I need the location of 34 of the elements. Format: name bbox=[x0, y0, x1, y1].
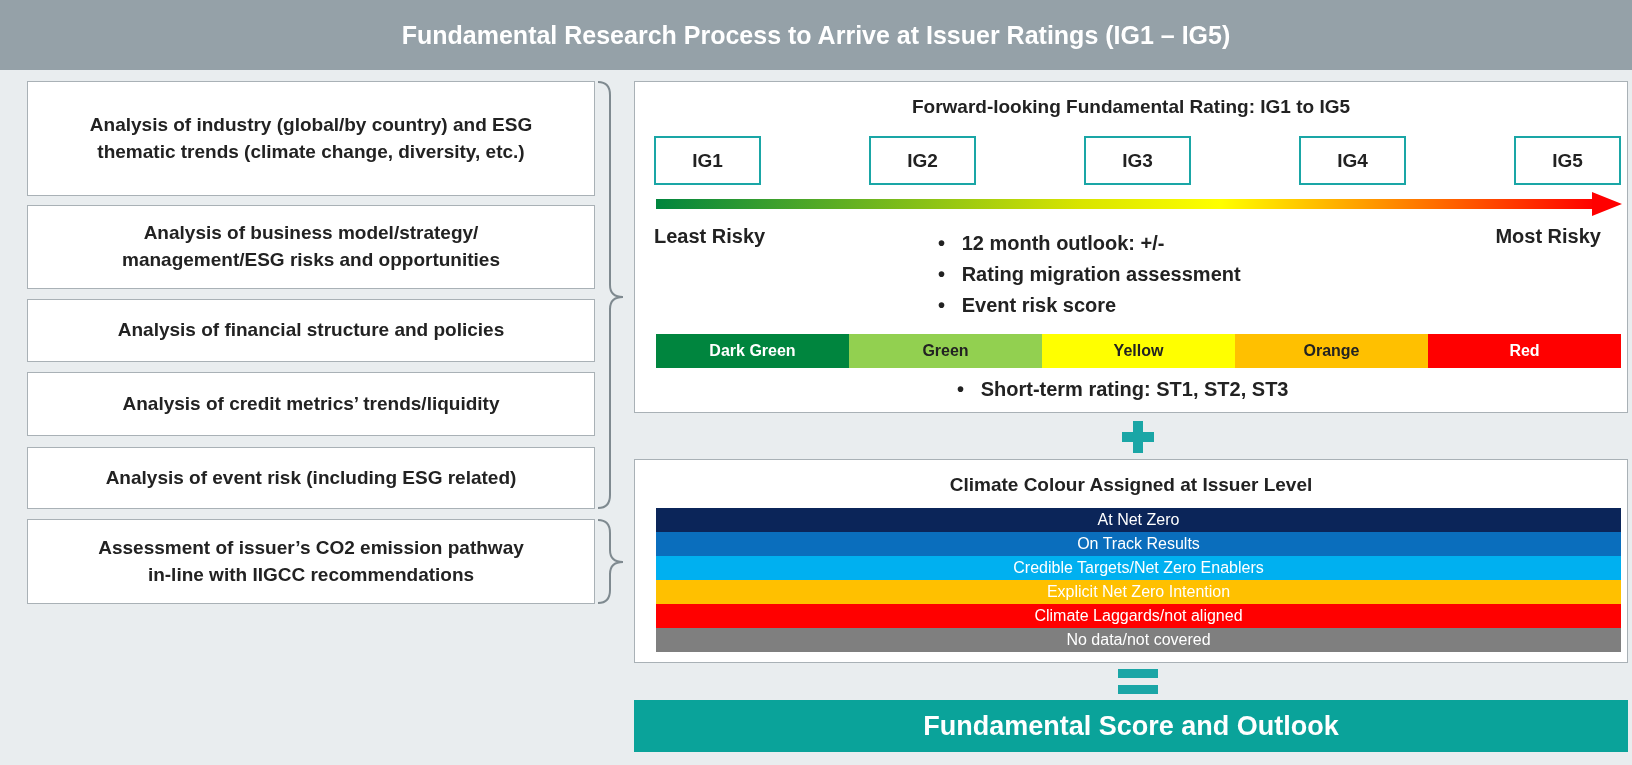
climate-colour-bar: No data/not covered bbox=[656, 628, 1621, 652]
bullet-item: • Short-term rating: ST1, ST2, ST3 bbox=[957, 377, 1289, 402]
panel-heading: Forward-looking Fundamental Rating: IG1 to IG5 bbox=[910, 96, 1352, 118]
analysis-box: Analysis of industry (global/by country) and ESG thematic trends (climate change, diversity, etc.) bbox=[27, 81, 595, 196]
climate-colour-bar: Climate Laggards/not aligned bbox=[656, 604, 1621, 628]
colour-segment: Green bbox=[849, 334, 1042, 368]
analysis-box: Analysis of financial structure and policies bbox=[27, 299, 595, 362]
panel-card bbox=[634, 459, 1628, 663]
result-banner: Fundamental Score and Outlook bbox=[634, 700, 1628, 752]
rating-box: IG1 bbox=[654, 136, 761, 185]
colour-segment: Yellow bbox=[1042, 334, 1235, 368]
rating-box: IG2 bbox=[869, 136, 976, 185]
colour-segment: Dark Green bbox=[656, 334, 849, 368]
bullet-item: • 12 month outlook: +/- bbox=[938, 231, 1166, 256]
panel-card bbox=[634, 81, 1628, 413]
bullet-item: • Rating migration assessment bbox=[938, 262, 1241, 287]
climate-colour-bar: On Track Results bbox=[656, 532, 1621, 556]
rating-box: IG4 bbox=[1299, 136, 1406, 185]
bullet-item: • Event risk score bbox=[938, 293, 1118, 318]
climate-colour-bar: Explicit Net Zero Intention bbox=[656, 580, 1621, 604]
colour-segment: Red bbox=[1428, 334, 1621, 368]
rating-box: IG3 bbox=[1084, 136, 1191, 185]
panel-heading: Climate Colour Assigned at Issuer Level bbox=[948, 474, 1314, 496]
climate-colour-bar: At Net Zero bbox=[656, 508, 1621, 532]
climate-colour-bar: Credible Targets/Net Zero Enablers bbox=[656, 556, 1621, 580]
analysis-box: Assessment of issuer’s CO2 emission pathway in-line with IIGCC recommendations bbox=[27, 519, 595, 604]
analysis-box: Analysis of credit metrics’ trends/liquidity bbox=[27, 372, 595, 436]
title-bar: Fundamental Research Process to Arrive at Issuer Ratings (IG1 – IG5) bbox=[0, 0, 1632, 70]
scale-end-label: Most Risky bbox=[1495, 225, 1601, 248]
analysis-box: Analysis of event risk (including ESG related) bbox=[27, 447, 595, 509]
rating-box: IG5 bbox=[1514, 136, 1621, 185]
colour-segment: Orange bbox=[1235, 334, 1428, 368]
scale-end-label: Least Risky bbox=[654, 225, 766, 248]
analysis-box: Analysis of business model/strategy/ management/ESG risks and opportunities bbox=[27, 205, 595, 289]
